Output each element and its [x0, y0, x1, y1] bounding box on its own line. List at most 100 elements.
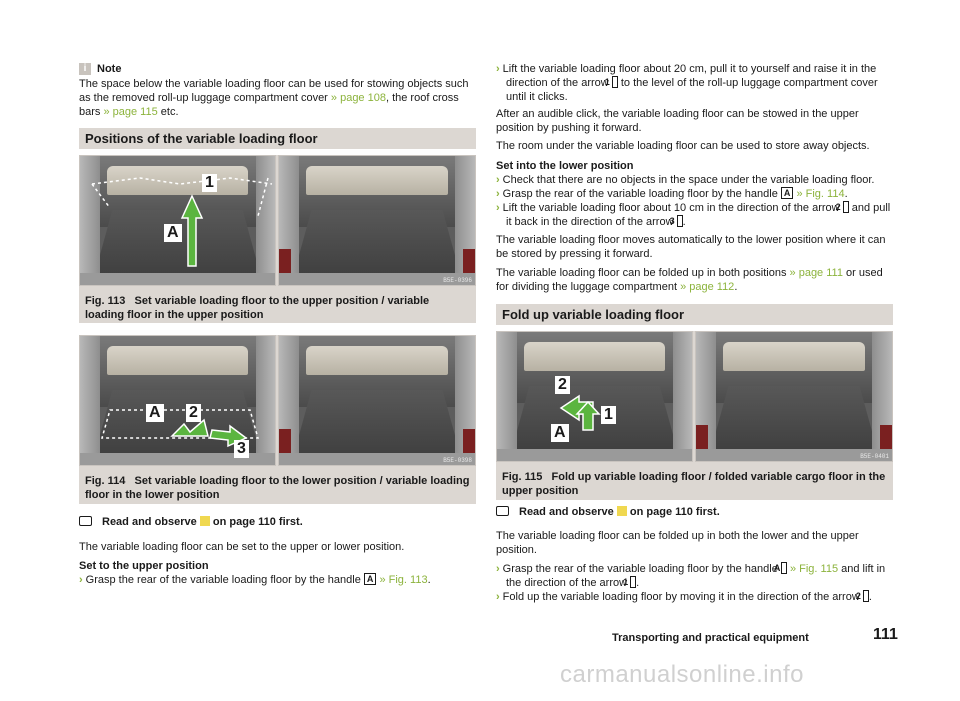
fig115-image-code: B5E-0401 — [860, 453, 889, 460]
watermark: carmanualsonline.info — [560, 661, 804, 688]
fig115-callout-a: A — [551, 424, 569, 442]
fig114-photo-lower-result: B5E-0398 — [278, 335, 476, 466]
step-text: and pull it back in the direction of the… — [506, 202, 891, 228]
fold-step-2: ›Fold up the variable loading floor by m… — [496, 590, 893, 604]
fig115-arrow-overlay — [559, 394, 601, 431]
fig115-photo-fold-up: 2 1 A — [496, 331, 693, 462]
handle-key-a: A — [774, 562, 787, 574]
note-box: i Note The space below the variable load… — [79, 62, 476, 119]
chevron-right-icon: › — [496, 563, 500, 575]
page-112-link[interactable]: » page 112 — [680, 281, 735, 293]
fig115-caption-text: Fold up variable loading floor / folded … — [502, 471, 886, 497]
step-text: Grasp the rear of the variable loading f… — [502, 188, 778, 200]
footer-section-label: Transporting and practical equipment — [612, 632, 809, 644]
arrow-key-1: 1 — [623, 576, 637, 588]
note-text-part: , the roof cross bars — [79, 92, 459, 118]
warning-icon — [199, 516, 210, 526]
read-observe-page: on page 110 first. — [629, 506, 720, 518]
fig113-image-code: B5E-0396 — [443, 277, 472, 284]
read-observe-right: Read and observe on page 110 first. — [496, 505, 893, 519]
chevron-right-icon: › — [496, 63, 500, 75]
step-text: Check that there are no objects in the s… — [502, 174, 875, 186]
read-observe-label: Read and observe — [102, 516, 197, 528]
upper-step-1: ›Grasp the rear of the variable loading … — [79, 573, 476, 587]
text-part: The variable loading floor can be folded… — [496, 267, 790, 279]
section-title-positions: Positions of the variable loading floor — [79, 128, 476, 149]
para-click: After an audible click, the variable loa… — [496, 108, 859, 134]
page-108-link[interactable]: » page 108 — [330, 92, 386, 104]
arrow-key-3: 3 — [670, 215, 683, 227]
step-text: and lift in the direction of the arrow — [506, 563, 886, 589]
fig113-label: Fig. 113 — [85, 295, 126, 307]
step-punct: . — [844, 188, 848, 200]
step-punct: . — [682, 216, 686, 228]
arrow-key-2: 2 — [856, 590, 869, 602]
chevron-right-icon: › — [79, 574, 83, 586]
page-111-link[interactable]: » page 111 — [789, 267, 843, 279]
para-room: The room under the variable loading floo… — [496, 140, 870, 152]
lower-heading: Set into the lower position — [496, 159, 893, 173]
note-text: The space below the variable loading flo… — [79, 77, 476, 119]
fig115-photo-folded: B5E-0401 — [695, 331, 893, 462]
lower-heading-text: Set into the lower position — [496, 160, 634, 172]
chevron-right-icon: › — [496, 188, 500, 200]
para-upper-lower: The variable loading floor can be set to… — [79, 541, 405, 553]
fig115-label: Fig. 115 — [502, 471, 543, 483]
step-punct: . — [868, 591, 872, 603]
fold-step-1: ›Grasp the rear of the variable loading … — [496, 562, 893, 590]
figure-114: A 2 3 B5E-0398 Fig. 114 Set variable loa… — [79, 335, 476, 504]
step-text: Lift the variable loading floor about 10… — [502, 202, 840, 214]
warning-icon — [616, 506, 627, 516]
section-title-fold-up: Fold up variable loading floor — [496, 304, 893, 325]
fig114-callout-2: 2 — [186, 404, 201, 422]
chevron-right-icon: › — [496, 174, 500, 186]
lower-step-3: ›Lift the variable loading floor about 1… — [496, 201, 893, 229]
step-text: Fold up the variable loading floor by mo… — [502, 591, 860, 603]
fig-113-link[interactable]: » Fig. 113 — [379, 574, 428, 586]
step-punct: . — [636, 577, 640, 589]
para-both-positions: The variable loading floor can be folded… — [496, 530, 859, 556]
fig113-callout-a: A — [164, 224, 182, 242]
figure-115: 2 1 A B5E-0401 Fig. 115 Fold up variable… — [496, 331, 893, 500]
para-fold-info: The variable loading floor can be folded… — [496, 266, 893, 294]
read-observe-left: Read and observe on page 110 first. — [79, 515, 476, 529]
note-text-part: etc. — [157, 106, 179, 118]
step-lift-upper: ›Lift the variable loading floor about 2… — [496, 62, 893, 104]
step-text: Lift the variable loading floor about 20… — [502, 63, 877, 89]
fig114-label: Fig. 114 — [85, 475, 126, 487]
fig-114-link[interactable]: » Fig. 114 — [796, 188, 845, 200]
figure-113: 1 A B5E-0396 Fig. 113 Set variable loadi… — [79, 155, 476, 323]
step-punct: . — [427, 574, 431, 586]
read-observe-label: Read and observe — [519, 506, 614, 518]
lower-step-1: ›Check that there are no objects in the … — [496, 173, 893, 187]
note-title: Note — [97, 63, 122, 75]
step-text: Grasp the rear of the variable loading f… — [85, 574, 361, 586]
book-icon — [79, 516, 92, 526]
fig114-callout-3: 3 — [234, 440, 249, 458]
fig114-caption: Fig. 114 Set variable loading floor to t… — [79, 468, 476, 502]
arrow-key-1: 1 — [605, 76, 618, 88]
fig113-caption-text: Set variable loading floor to the upper … — [85, 295, 430, 321]
chevron-right-icon: › — [496, 202, 500, 214]
page-115-link[interactable]: » page 115 — [103, 106, 158, 118]
text-part: . — [734, 281, 738, 293]
read-observe-page: on page 110 first. — [212, 516, 303, 528]
info-icon: i — [79, 63, 91, 75]
handle-key-a: A — [780, 187, 794, 199]
fig115-caption: Fig. 115 Fold up variable loading floor … — [496, 464, 893, 498]
handle-key-a: A — [363, 573, 377, 585]
fig115-callout-1: 1 — [601, 406, 616, 424]
fig115-callout-2: 2 — [555, 376, 570, 394]
text-part: or used for dividing the luggage compart… — [496, 267, 883, 293]
lower-step-2: ›Grasp the rear of the variable loading … — [496, 187, 893, 201]
fig114-callout-a: A — [146, 404, 164, 422]
fig113-caption: Fig. 113 Set variable loading floor to t… — [79, 288, 476, 322]
fig-115-link[interactable]: » Fig. 115 — [789, 563, 839, 575]
arrow-key-2: 2 — [836, 201, 849, 213]
fig113-callout-1: 1 — [202, 174, 217, 192]
upper-heading: Set to the upper position — [79, 559, 476, 573]
note-header: i Note — [79, 62, 476, 76]
step-text: Grasp the rear of the variable loading f… — [502, 563, 778, 575]
fig114-caption-text: Set variable loading floor to the lower … — [85, 475, 470, 501]
fig114-photo-lower-setting: A 2 3 — [79, 335, 276, 466]
